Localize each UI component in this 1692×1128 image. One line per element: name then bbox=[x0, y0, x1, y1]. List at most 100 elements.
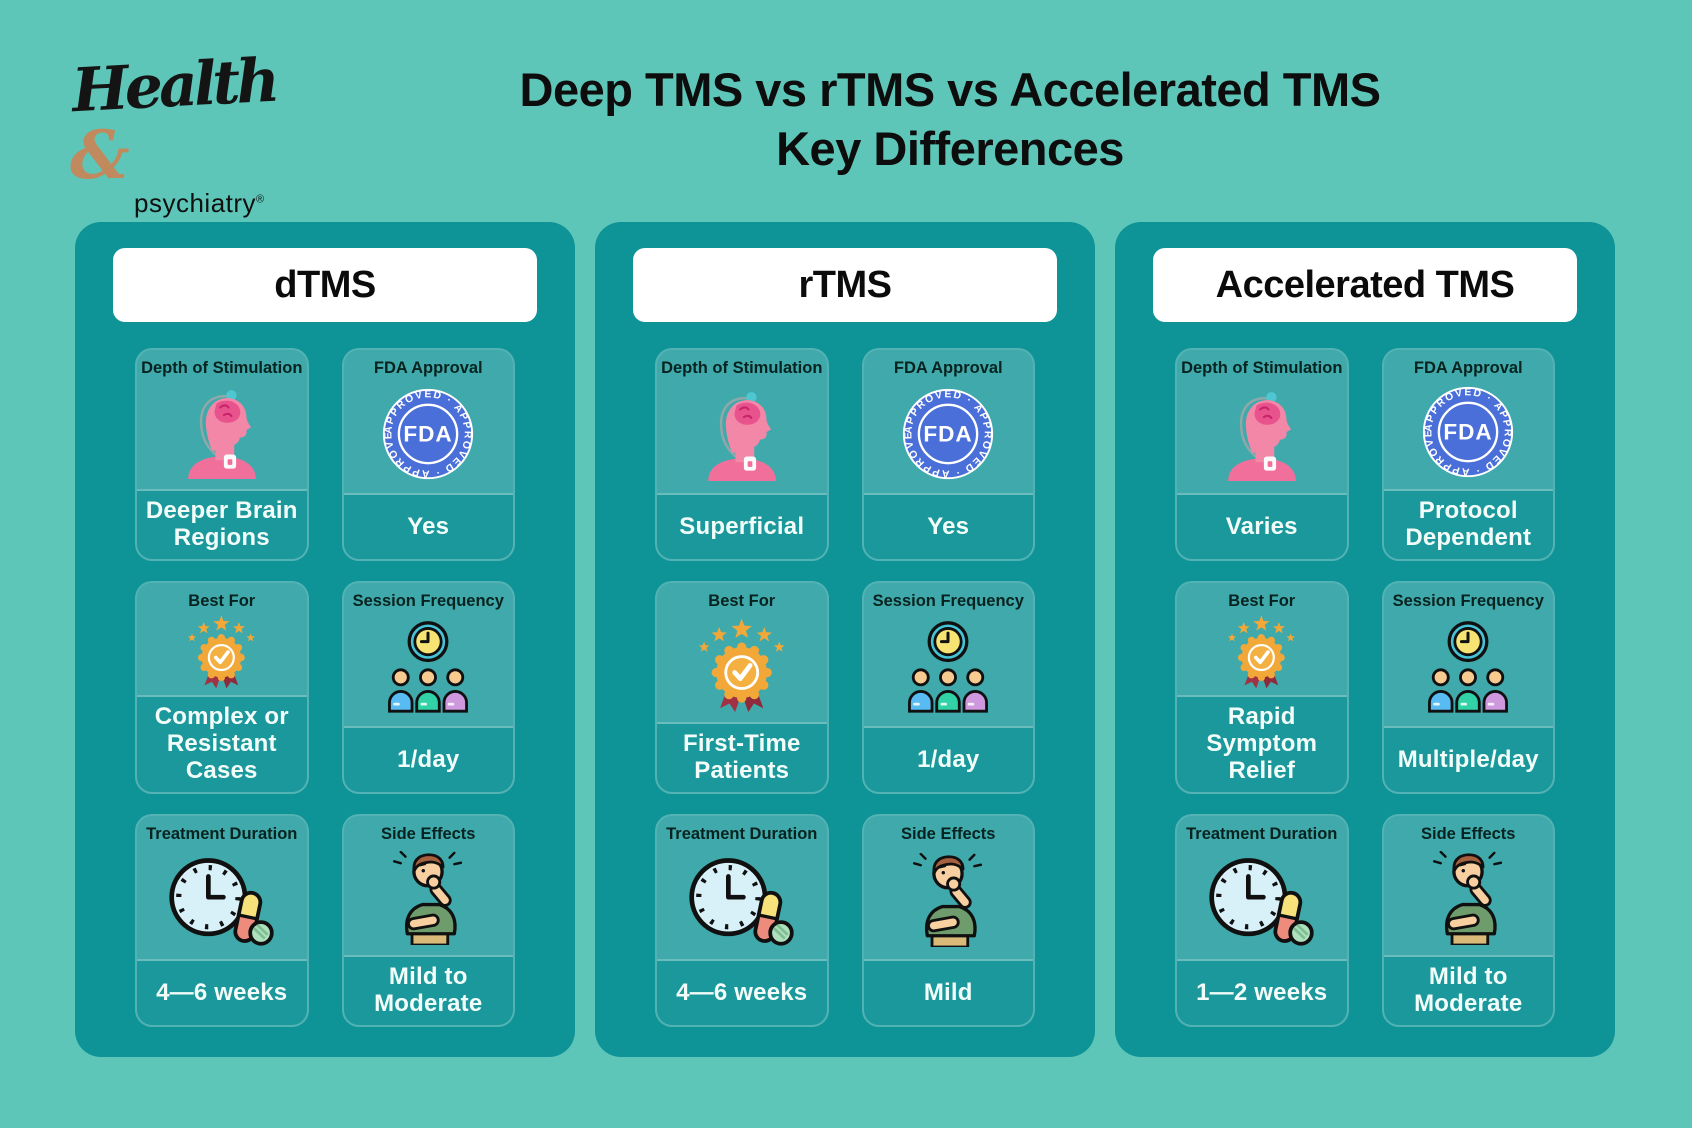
logo-script-text: Health bbox=[70, 45, 278, 127]
card-top: FDA Approval APPROVED · APPROVED · APPRO… bbox=[1383, 350, 1554, 492]
card-label: Best For bbox=[708, 592, 776, 610]
card-icon: APPROVED · APPROVED · APPROVED · FDA bbox=[864, 378, 1034, 493]
card-side-effects: Side Effects Mild bbox=[861, 814, 1035, 1027]
card-treatment-duration: Treatment Duration 4—6 weeks bbox=[135, 814, 309, 1027]
comparison-board: dTMS Depth of Stimulation Deeper Brain R… bbox=[75, 222, 1615, 1057]
card-value: First-Time Patients bbox=[682, 730, 801, 785]
cough-person-icon bbox=[393, 851, 463, 946]
card-label: Session Frequency bbox=[1392, 592, 1544, 610]
logo-subtitle: psychiatry® bbox=[134, 188, 312, 219]
column-dtms: dTMS Depth of Stimulation Deeper Brain R… bbox=[75, 222, 575, 1057]
page-title-line2: Key Differences bbox=[776, 122, 1124, 176]
card-top: Treatment Duration bbox=[1177, 816, 1347, 961]
card-top: Best For bbox=[137, 583, 307, 698]
card-value: Yes bbox=[407, 512, 450, 540]
card-label: Side Effects bbox=[381, 825, 476, 843]
card-grid: Depth of Stimulation Superficial FDA App… bbox=[655, 348, 1035, 1027]
card-label: Depth of Stimulation bbox=[1181, 359, 1343, 377]
card-top: Depth of Stimulation bbox=[657, 350, 827, 495]
card-label: Side Effects bbox=[901, 825, 996, 843]
card-session-frequency: Session Frequency Multiple/day bbox=[1381, 581, 1555, 794]
card-value: Deeper Brain Regions bbox=[145, 497, 298, 552]
card-icon bbox=[657, 611, 827, 722]
card-treatment-duration: Treatment Duration 1—2 weeks bbox=[1175, 814, 1349, 1027]
health-psychiatry-logo: Health& psychiatry® bbox=[70, 46, 312, 219]
card-value: 1/day bbox=[397, 745, 460, 773]
registered-mark: ® bbox=[256, 193, 265, 206]
card-value: Protocol Dependent bbox=[1405, 497, 1532, 552]
card-top: Treatment Duration bbox=[657, 816, 827, 961]
card-label: FDA Approval bbox=[893, 359, 1003, 377]
card-icon bbox=[137, 844, 307, 959]
card-top: Session Frequency bbox=[1383, 583, 1554, 728]
card-label: Best For bbox=[1228, 592, 1296, 610]
fda-center-text: FDA bbox=[404, 422, 453, 447]
award-medal-icon bbox=[698, 618, 785, 713]
card-side-effects: Side Effects Mild to Moderate bbox=[1381, 814, 1555, 1027]
card-grid: Depth of Stimulation Varies FDA Approval bbox=[1175, 348, 1555, 1027]
fda-center-text: FDA bbox=[924, 422, 973, 447]
card-label: Depth of Stimulation bbox=[661, 359, 823, 377]
logo-ampersand: & bbox=[70, 116, 130, 194]
card-icon bbox=[344, 611, 514, 726]
card-value: Varies bbox=[1225, 512, 1298, 540]
card-value: Yes bbox=[927, 512, 970, 540]
card-icon bbox=[864, 611, 1034, 726]
card-top: Side Effects bbox=[1383, 816, 1554, 958]
fda-approved-icon: APPROVED · APPROVED · APPROVED · FDA bbox=[901, 387, 994, 480]
card-value: Mild to Moderate bbox=[374, 963, 483, 1018]
card-best-for: Best For Rapid Symptom Relief bbox=[1175, 581, 1349, 794]
brain-stimulation-icon bbox=[707, 392, 776, 481]
fda-approved-icon: APPROVED · APPROVED · APPROVED · FDA bbox=[381, 387, 474, 480]
cough-person-icon bbox=[1433, 851, 1503, 946]
card-icon bbox=[344, 844, 514, 955]
clock-pills-icon bbox=[1209, 858, 1314, 946]
column-header-dtms: dTMS bbox=[113, 248, 537, 322]
clock-people-icon bbox=[388, 621, 469, 713]
clock-pills-icon bbox=[169, 858, 274, 946]
column-accelerated-tms: Accelerated TMS Depth of Stimulation Var… bbox=[1115, 222, 1615, 1057]
award-medal-icon bbox=[1228, 615, 1296, 689]
card-value: Complex or Resistant Cases bbox=[154, 703, 289, 785]
clock-pills-icon bbox=[689, 858, 794, 946]
card-depth-of-stimulation: Depth of Stimulation Deeper Brain Region… bbox=[135, 348, 309, 561]
card-icon: APPROVED · APPROVED · APPROVED · FDA bbox=[1384, 378, 1554, 489]
card-top: Session Frequency bbox=[863, 583, 1034, 728]
card-fda-approval: FDA Approval APPROVED · APPROVED · APPRO… bbox=[861, 348, 1035, 561]
page-title: Deep TMS vs rTMS vs Accelerated TMS Key … bbox=[420, 60, 1480, 178]
card-value: 1/day bbox=[917, 745, 980, 773]
card-icon bbox=[864, 844, 1034, 959]
card-label: Treatment Duration bbox=[146, 825, 298, 843]
card-label: FDA Approval bbox=[373, 359, 483, 377]
brain-stimulation-icon bbox=[187, 390, 256, 480]
card-side-effects: Side Effects Mild to Moderate bbox=[341, 814, 515, 1027]
card-value: 4—6 weeks bbox=[156, 978, 288, 1006]
column-rtms: rTMS Depth of Stimulation Superficial FD… bbox=[595, 222, 1095, 1057]
brain-stimulation-icon bbox=[1227, 392, 1296, 481]
card-depth-of-stimulation: Depth of Stimulation Superficial bbox=[655, 348, 829, 561]
card-top: Best For bbox=[657, 583, 827, 725]
logo-subtitle-text: psychiatry bbox=[134, 188, 257, 218]
card-top: FDA Approval APPROVED · APPROVED · APPRO… bbox=[863, 350, 1034, 495]
card-label: FDA Approval bbox=[1413, 359, 1523, 377]
card-top: Side Effects bbox=[343, 816, 514, 958]
card-value: Rapid Symptom Relief bbox=[1206, 703, 1318, 785]
card-label: Session Frequency bbox=[352, 592, 504, 610]
card-top: FDA Approval APPROVED · APPROVED · APPRO… bbox=[343, 350, 514, 495]
card-fda-approval: FDA Approval APPROVED · APPROVED · APPRO… bbox=[341, 348, 515, 561]
card-icon bbox=[1384, 844, 1554, 955]
card-label: Treatment Duration bbox=[1186, 825, 1338, 843]
card-icon bbox=[1177, 844, 1347, 959]
cough-person-icon bbox=[913, 853, 983, 947]
card-icon bbox=[1177, 378, 1347, 493]
card-top: Session Frequency bbox=[343, 583, 514, 728]
card-icon bbox=[1384, 611, 1554, 726]
column-header-rtms: rTMS bbox=[633, 248, 1057, 322]
clock-people-icon bbox=[1428, 621, 1509, 713]
card-top: Depth of Stimulation bbox=[1177, 350, 1347, 495]
card-top: Depth of Stimulation bbox=[137, 350, 307, 492]
card-icon: APPROVED · APPROVED · APPROVED · FDA bbox=[344, 378, 514, 493]
card-icon bbox=[657, 378, 827, 493]
card-top: Best For bbox=[1177, 583, 1347, 698]
card-value: 1—2 weeks bbox=[1196, 978, 1328, 1006]
